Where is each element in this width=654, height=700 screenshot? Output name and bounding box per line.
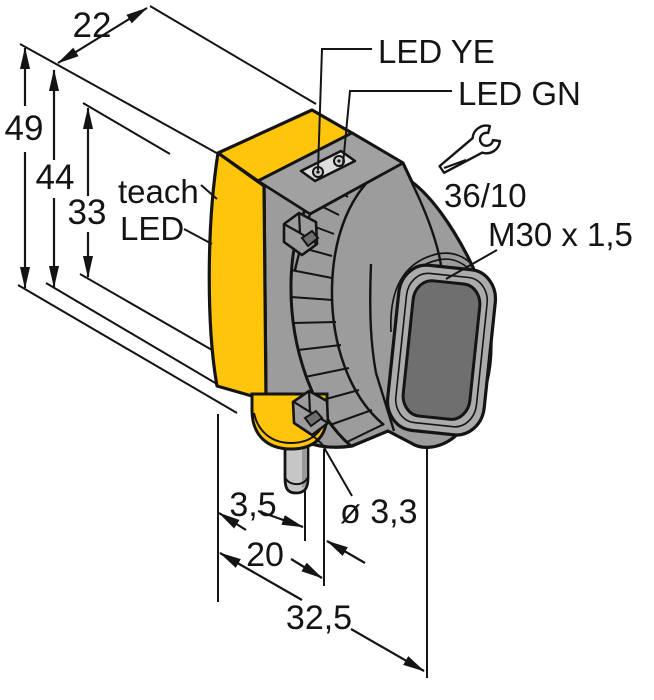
label-teach-line1: teach bbox=[118, 173, 199, 210]
ext-line-49-bottom bbox=[17, 284, 238, 414]
ext-line-top-back bbox=[149, 5, 317, 105]
dimension-lines bbox=[19, 7, 425, 672]
leader-hole-diameter bbox=[321, 443, 353, 497]
cable-shade bbox=[302, 442, 307, 488]
dim-hole-diameter-label: ø 3,3 bbox=[340, 493, 417, 531]
dim-line-32-5-left bbox=[219, 552, 303, 601]
label-led-yellow: LED YE bbox=[378, 33, 495, 70]
led-green-center bbox=[337, 159, 341, 163]
bottom-clip bbox=[291, 389, 330, 445]
top-clip bbox=[282, 211, 320, 257]
ext-line-top-front bbox=[19, 43, 223, 157]
leader-led-gn bbox=[342, 90, 452, 165]
yellow-side-face bbox=[207, 151, 268, 402]
lens-rim-inner-line bbox=[394, 272, 489, 428]
leader-led-ye bbox=[317, 48, 372, 171]
dim-line-32-5-right bbox=[350, 628, 425, 672]
label-led-green: LED GN bbox=[458, 75, 581, 112]
dim-total-width-label: 32,5 bbox=[286, 599, 352, 637]
dim-depth-label: 22 bbox=[73, 6, 112, 45]
dim-line-20-left bbox=[218, 512, 247, 531]
wrench-handle-stub bbox=[443, 158, 467, 170]
ext-line-44-bottom bbox=[45, 282, 218, 385]
label-teach-line2: LED bbox=[120, 210, 184, 247]
leader-lines bbox=[183, 48, 498, 497]
mounting-hole bbox=[303, 409, 324, 428]
label-wrench-size: 36/10 bbox=[444, 177, 527, 214]
leader-teach-led bbox=[183, 228, 213, 245]
led-yellow-center bbox=[316, 170, 320, 174]
dim-front-height-label: 33 bbox=[68, 193, 107, 232]
dim-body-height-label: 44 bbox=[36, 158, 75, 197]
dim-cable-offset-label: 3,5 bbox=[229, 486, 276, 524]
lens-assembly bbox=[385, 263, 498, 437]
label-thread-spec: M30 x 1,5 bbox=[488, 216, 633, 253]
extension-lines bbox=[17, 5, 428, 678]
wrench-icon bbox=[438, 124, 502, 174]
dim-line-20-right bbox=[290, 558, 323, 579]
ext-line-33-top bbox=[82, 102, 171, 155]
dim-body-width-label: 20 bbox=[246, 536, 284, 574]
leader-teach bbox=[200, 184, 218, 200]
leader-m30 bbox=[445, 249, 498, 280]
ext-line-33-bottom bbox=[79, 273, 213, 351]
annotation-texts: 22 49 44 33 3,5 20 32,5 ø 3,3 teach LED … bbox=[5, 6, 633, 637]
dim-line-3-5-left bbox=[257, 509, 304, 529]
lens-window bbox=[401, 279, 482, 421]
dim-total-height-label: 49 bbox=[5, 109, 44, 148]
dim-line-3-5-right bbox=[326, 540, 366, 564]
cable-end-line bbox=[284, 476, 309, 486]
dim-line-22 bbox=[57, 7, 148, 64]
